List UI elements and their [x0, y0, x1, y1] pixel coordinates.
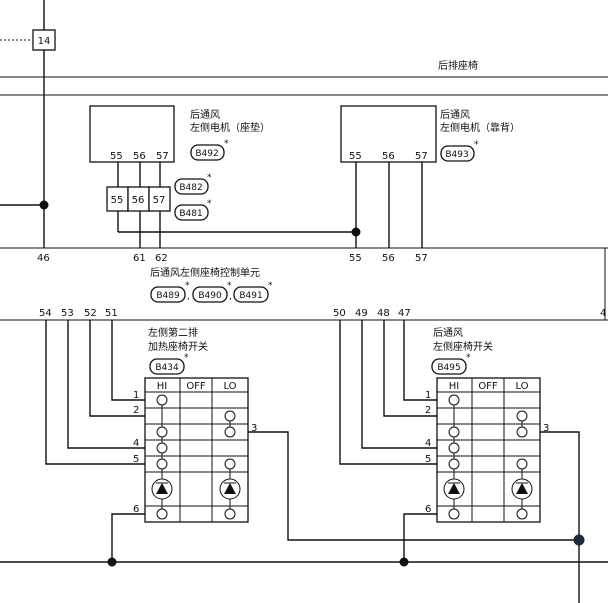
mark-star: *	[185, 281, 190, 291]
top-ref-number: 14	[38, 36, 51, 47]
splice-dot	[399, 557, 409, 567]
switch-right: 后通风 左侧座椅开关 B495 * HI OFF LO	[425, 327, 549, 523]
pin-54: 54	[39, 308, 52, 319]
mid-connector-b: B481	[179, 209, 202, 219]
control-unit-connector-2: B490	[198, 291, 222, 301]
separator: ,	[187, 292, 190, 302]
mid-pin-56: 56	[132, 195, 145, 206]
mark-star: *	[466, 353, 471, 363]
switch-right-line2: 左侧座椅开关	[433, 340, 493, 353]
motor-back-connector: B493	[445, 150, 468, 160]
control-unit: 后通风左侧座椅控制单元 B489 * , B490 * , B491 *	[150, 266, 273, 303]
motor-back-pin-57: 57	[415, 151, 428, 162]
switch-left-term-2: 2	[133, 405, 139, 416]
pin-61: 61	[133, 253, 146, 264]
switch-left-term-6: 6	[133, 504, 139, 515]
splice-dot	[39, 200, 49, 210]
pin-50: 50	[333, 308, 346, 319]
mark-star: *	[224, 139, 229, 149]
pin-62: 62	[155, 253, 168, 264]
mark-star: *	[207, 199, 212, 209]
switch-right-line1: 后通风	[433, 327, 463, 339]
switch-left-term-4: 4	[133, 438, 139, 449]
switch-left-line1: 左侧第二排	[148, 326, 198, 339]
motor-back: 后通风 左侧电机（靠背） 55 56 57 B493 *	[340, 105, 520, 163]
motor-cushion-pin-55: 55	[110, 151, 123, 162]
motor-cushion: 后通风 左侧电机（座垫） 55 56 57 B492 *	[89, 105, 270, 163]
pin-56: 56	[382, 253, 395, 264]
mark-star: *	[207, 173, 212, 183]
pin-55: 55	[349, 253, 362, 264]
switch-left-connector: B434	[155, 363, 179, 373]
switch-left-hi: HI	[157, 381, 167, 392]
mid-connector-a: B482	[179, 183, 202, 193]
mark-star: *	[227, 281, 232, 291]
switch-left-term-3: 3	[251, 423, 257, 434]
pin-4: 4	[600, 308, 606, 319]
splice-dot	[573, 534, 585, 546]
switch-left-lo: LO	[223, 381, 236, 392]
separator: ,	[229, 292, 232, 302]
switch-right-term-3: 3	[543, 423, 549, 434]
motor-cushion-line2: 左侧电机（座垫）	[190, 121, 270, 134]
pin-53: 53	[61, 308, 74, 319]
switch-right-term-2: 2	[425, 405, 431, 416]
motor-back-pin-55: 55	[349, 151, 362, 162]
switch-left-off: OFF	[186, 381, 206, 392]
splice-dot	[351, 227, 361, 237]
mark-star: *	[474, 140, 479, 150]
top-reference: 14	[0, 0, 56, 51]
switch-right-off: OFF	[478, 381, 498, 392]
switch-left: 左侧第二排 加热座椅开关 B434 * HI OFF LO	[133, 326, 257, 523]
pin-46: 46	[37, 253, 50, 264]
control-unit-title: 后通风左侧座椅控制单元	[150, 266, 260, 279]
switch-right-connector: B495	[437, 363, 460, 373]
mark-star: *	[268, 281, 273, 291]
pin-49: 49	[355, 308, 368, 319]
switch-right-term-4: 4	[425, 438, 431, 449]
motor-cushion-pin-57: 57	[156, 151, 169, 162]
mid-connector: 55 56 57 B482 * B481 *	[106, 173, 212, 221]
switch-right-lo: LO	[515, 381, 528, 392]
pin-48: 48	[377, 308, 390, 319]
pin-47: 47	[398, 308, 411, 319]
switch-right-term-6: 6	[425, 504, 431, 515]
switch-left-term-1: 1	[133, 390, 139, 401]
pin-51: 51	[105, 308, 118, 319]
switch-right-term-1: 1	[425, 390, 431, 401]
section-title: 后排座椅	[438, 59, 478, 72]
motor-back-pin-56: 56	[382, 151, 395, 162]
pin-52: 52	[84, 308, 97, 319]
switch-left-term-5: 5	[133, 454, 139, 465]
mid-pin-55: 55	[111, 195, 124, 206]
control-unit-connector-1: B489	[156, 291, 180, 301]
motor-back-line1: 后通风	[440, 109, 470, 121]
motor-cushion-pin-56: 56	[133, 151, 146, 162]
motor-cushion-line1: 后通风	[190, 109, 220, 121]
switch-right-hi: HI	[449, 381, 459, 392]
mid-pin-57: 57	[153, 195, 166, 206]
motor-cushion-connector: B492	[195, 149, 218, 159]
mark-star: *	[184, 353, 189, 363]
pin-57: 57	[415, 253, 428, 264]
switch-left-line2: 加热座椅开关	[148, 340, 208, 353]
control-unit-connector-3: B491	[239, 291, 262, 301]
switch-right-term-5: 5	[425, 454, 431, 465]
motor-back-line2: 左侧电机（靠背）	[440, 121, 520, 134]
splice-dot	[107, 557, 117, 567]
